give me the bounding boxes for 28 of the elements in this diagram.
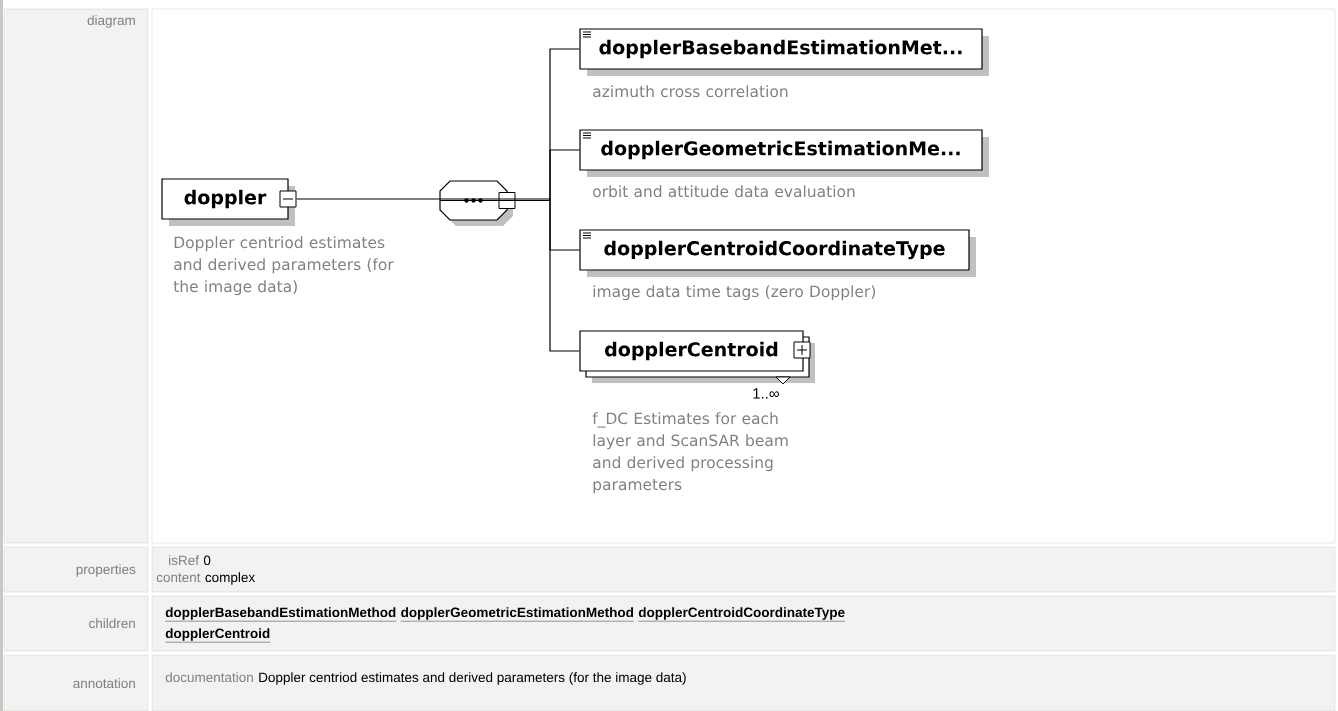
label: isRef (169, 555, 199, 566)
header-cell: properties (3, 546, 149, 593)
header-cell: diagram (3, 8, 149, 544)
header-cell: annotation (3, 654, 149, 711)
description-text: orbit and attitude data evaluation (593, 185, 855, 198)
description-text: Doppler centriod estimates and derived parameters (for the image data) (173, 236, 394, 296)
header-cell: children (3, 595, 149, 652)
connector-line (514, 199, 580, 352)
multiplicity-label: 1..∞ (753, 388, 779, 399)
label: dopplerBasebandEstimationMethod (165, 607, 396, 620)
description-text: azimuth cross correlation (593, 85, 788, 98)
connector-line (296, 198, 551, 202)
element-box: dopplerGeometricEstimationMe... (579, 129, 989, 177)
element-box: doppler (161, 178, 295, 226)
label: 0 (203, 555, 211, 566)
element-box: dopplerCentroid (579, 330, 815, 385)
children-cell: dopplerBasebandEstimationMethod dopplerGeometricEstimationMethod dopplerCentroidCoordinateType dopplerCentroid (151, 595, 1336, 652)
label: dopplerCentroid (165, 628, 270, 641)
annotation-cell: documentation Doppler centriod estimates and derived parameters (for the image data) (151, 654, 1336, 711)
element-box: dopplerCentroidCoordinateType (579, 229, 976, 277)
label: complex (205, 572, 256, 585)
label: content (156, 573, 201, 583)
description-text: f_DC Estimates for each layer and ScanSAR beam and derived processing parameters (592, 412, 788, 494)
element-box: dopplerBasebandEstimationMet... (579, 28, 989, 76)
label: dopplerGeometricEstimationMethod (401, 607, 634, 620)
properties-cell: isRef 0 content complex (151, 546, 1336, 593)
description-text: image data time tags (zero Doppler) (593, 285, 875, 301)
label: dopplerCentroidCoordinateType (638, 607, 845, 620)
